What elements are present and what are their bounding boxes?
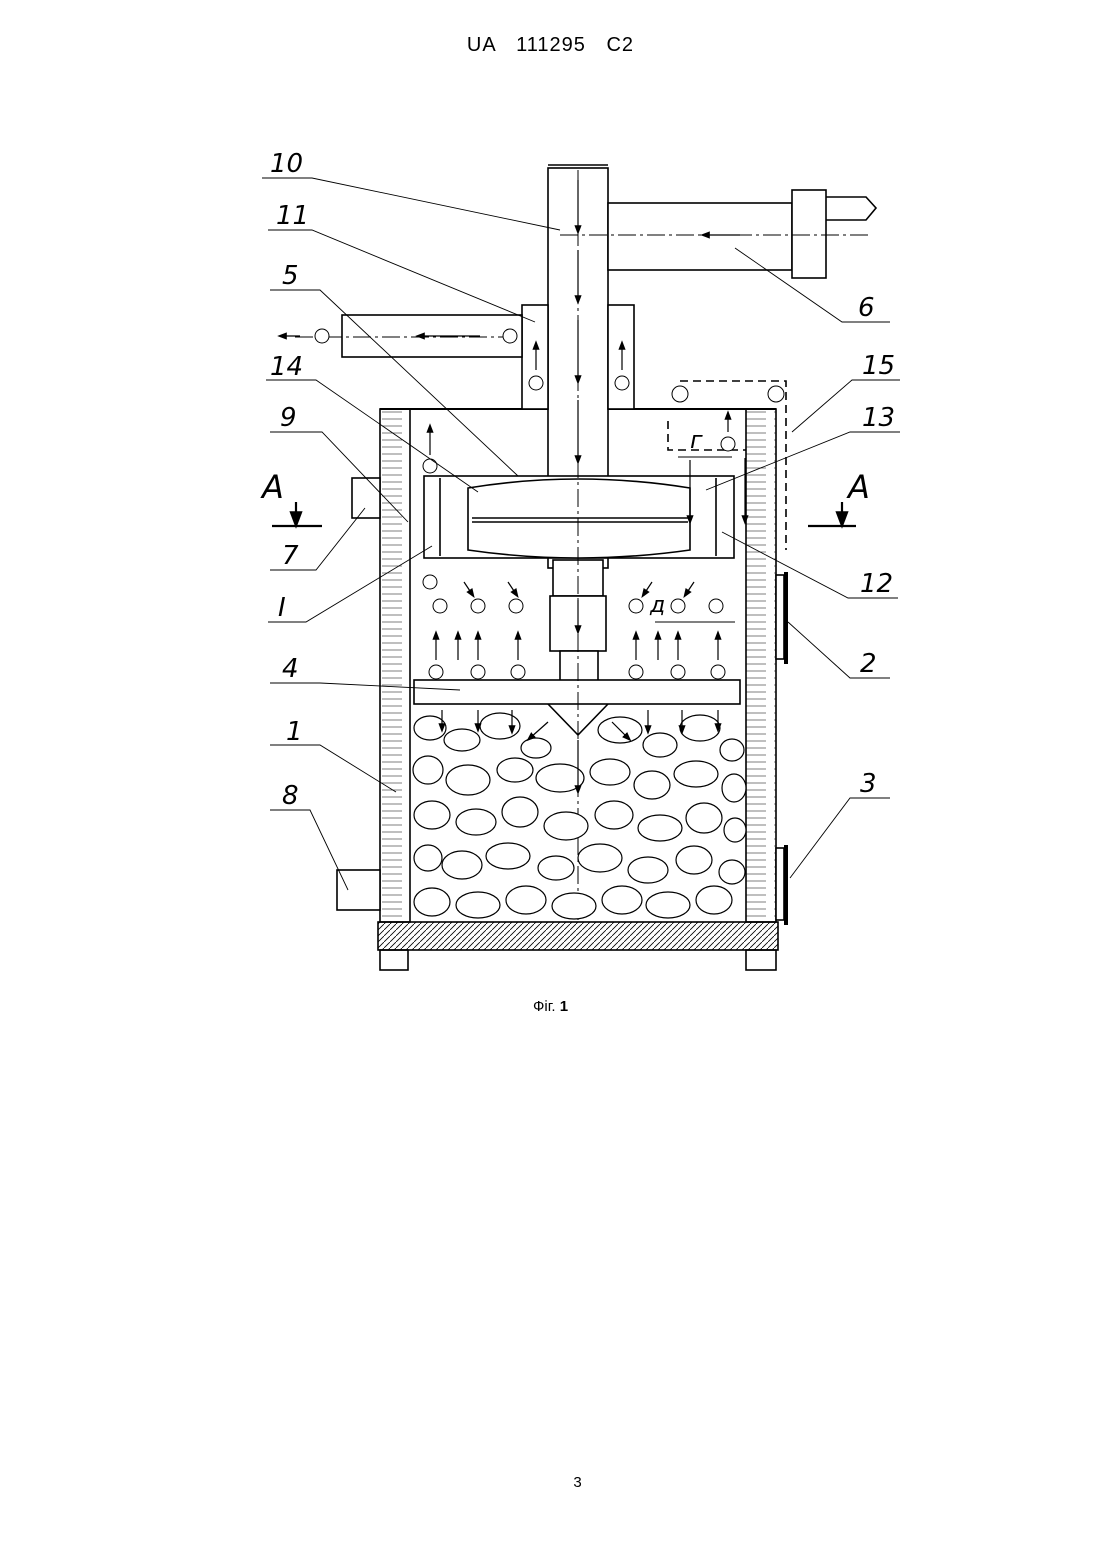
callout-13: 13 xyxy=(862,403,895,433)
callout-7: 7 xyxy=(282,541,299,571)
left-wall xyxy=(380,409,410,922)
callout-4: 4 xyxy=(282,654,299,684)
callout-2: 2 xyxy=(860,649,877,679)
callout-9: 9 xyxy=(280,403,297,433)
callout-1: 1 xyxy=(286,717,303,747)
page-number: 3 xyxy=(0,1474,1101,1491)
dimension-label-g: г xyxy=(690,426,703,454)
callout-I: I xyxy=(278,593,286,623)
callout-8: 8 xyxy=(282,781,299,811)
callout-5: 5 xyxy=(282,261,299,291)
section-mark-left: A xyxy=(260,468,284,506)
callout-10: 10 xyxy=(270,149,303,179)
figure-caption: Фіг. 1 xyxy=(0,998,1101,1015)
callout-11: 11 xyxy=(276,201,309,231)
dimension-label-d: д xyxy=(649,593,665,618)
caption-number: 1 xyxy=(560,998,568,1015)
callout-14: 14 xyxy=(270,352,303,382)
callout-12: 12 xyxy=(860,569,893,599)
right-pipe xyxy=(608,203,792,270)
callout-3: 3 xyxy=(860,769,877,799)
right-wall xyxy=(746,409,776,922)
base-plate xyxy=(378,922,778,950)
plate-4 xyxy=(414,680,740,704)
callout-15: 15 xyxy=(862,351,895,381)
callout-6: 6 xyxy=(858,293,875,323)
caption-prefix: Фіг. xyxy=(533,998,556,1015)
section-mark-right: A xyxy=(846,468,870,506)
pebble-bed xyxy=(413,713,746,919)
